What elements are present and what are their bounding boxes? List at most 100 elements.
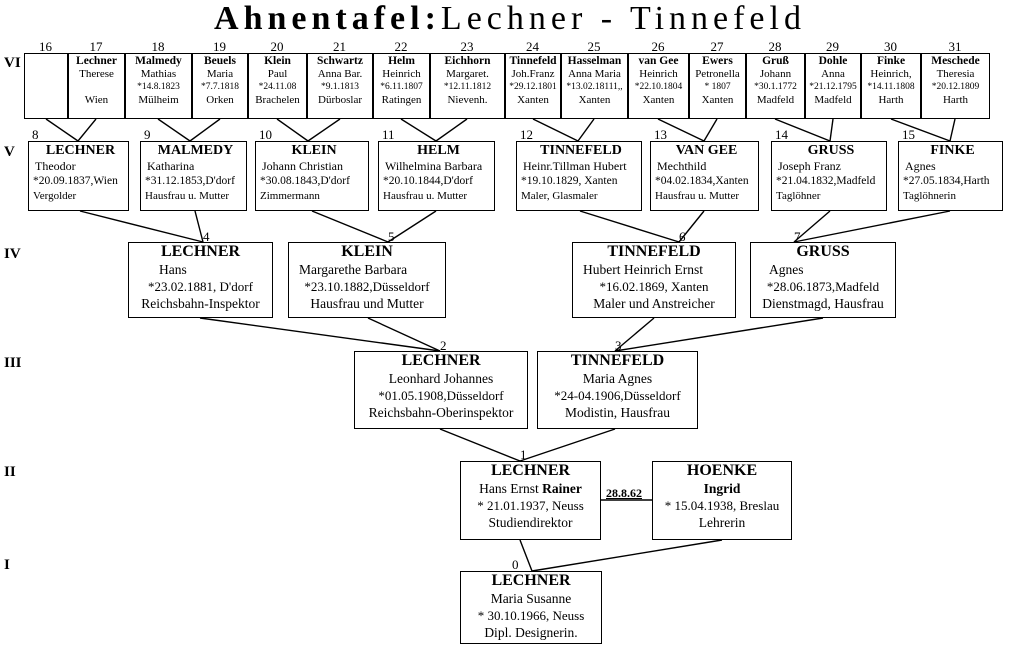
connector-line bbox=[435, 118, 468, 142]
connector-line bbox=[579, 210, 680, 243]
ancestor-number: 29 bbox=[826, 39, 839, 54]
ancestor-birth-date: *6.11.1807 bbox=[380, 82, 423, 92]
ancestor-place: Nievenh. bbox=[447, 94, 488, 106]
connector-line bbox=[949, 118, 956, 142]
ancestor-surname: TINNEFELD bbox=[570, 352, 665, 369]
ancestor-number: 31 bbox=[948, 39, 962, 54]
ancestor-number: 9 bbox=[144, 127, 151, 142]
ancestor-number: 22 bbox=[394, 39, 408, 54]
ancestor-birth-date: *30.1.1772 bbox=[754, 82, 797, 92]
ancestor-place: Mülheim bbox=[138, 94, 179, 106]
ancestor-number: 18 bbox=[151, 39, 165, 54]
connector-line bbox=[774, 118, 831, 142]
given-name: Hans bbox=[159, 262, 187, 277]
ancestor-surname: LECHNER bbox=[490, 462, 571, 479]
ancestor-surname: HOENKE bbox=[686, 462, 758, 479]
ancestor-number: 27 bbox=[710, 39, 724, 54]
ancestor-surname: LECHNER bbox=[45, 143, 116, 158]
ancestor-birth-date: *21.12.1795 bbox=[809, 82, 857, 92]
ancestor-surname: MALMEDY bbox=[157, 143, 234, 158]
page-title: Ahnentafel:Lechner - Tinnefeld bbox=[0, 0, 1020, 38]
ancestor-surname: van Gee bbox=[638, 55, 679, 67]
ancestor-number: 11 bbox=[382, 127, 395, 142]
ancestor-given-name: Petronella bbox=[695, 68, 740, 80]
generation-label-v: V bbox=[4, 144, 15, 160]
ancestor-occupation: Maler, Glasmaler bbox=[521, 190, 598, 202]
connector-line bbox=[678, 210, 705, 243]
ancestor-given-name: Hans bbox=[129, 261, 272, 278]
connector-line bbox=[793, 210, 831, 243]
connector-line bbox=[531, 539, 723, 572]
ancestor-occupation: Maler und Anstreicher bbox=[593, 296, 715, 311]
ancestor-number: 0 bbox=[512, 557, 519, 572]
ancestor-number: 7 bbox=[794, 229, 801, 244]
ancestor-place: Dürboslar bbox=[318, 94, 362, 106]
ancestor-place: Orken bbox=[206, 94, 234, 106]
marriage-date: 28.8.62 bbox=[606, 486, 642, 500]
ancestor-place: Xanten bbox=[642, 94, 675, 106]
ancestor-number: 1 bbox=[520, 447, 527, 462]
ancestor-birth-date: *24-04.1906,Düsseldorf bbox=[554, 388, 681, 403]
ancestor-given-name: Joseph Franz bbox=[778, 159, 841, 173]
ancestor-occupation: Lehrerin bbox=[698, 515, 746, 530]
connector-line bbox=[519, 428, 616, 462]
ancestor-surname: Helm bbox=[388, 55, 415, 67]
ancestor-surname: Gruß bbox=[762, 55, 789, 67]
ancestor-surname: Hasselman bbox=[567, 55, 622, 67]
ancestor-number: 6 bbox=[679, 229, 686, 244]
ancestor-birth-date: *24.11.08 bbox=[258, 82, 297, 92]
ancestor-given-name: Heinrich bbox=[382, 68, 421, 80]
ancestor-given-name: Maria Agnes bbox=[538, 370, 697, 387]
ancestor-number: 19 bbox=[213, 39, 226, 54]
ancestor-given-name: Margaret. bbox=[446, 68, 489, 80]
connector-line bbox=[79, 210, 204, 243]
ancestor-birth-date: *20.09.1837,Wien bbox=[33, 175, 118, 187]
ancestor-occupation: Hausfrau u. Mutter bbox=[383, 190, 468, 202]
title-prefix: Ahnentafel: bbox=[214, 0, 441, 37]
ancestor-number: 25 bbox=[587, 39, 601, 54]
ancestor-occupation: Hausfrau u. Mutter bbox=[145, 190, 230, 202]
connector-line bbox=[577, 118, 595, 142]
ancestor-occupation: Dienstmagd, Hausfrau bbox=[762, 296, 884, 311]
connector-line bbox=[400, 118, 437, 142]
ancestor-surname: LECHNER bbox=[491, 572, 571, 589]
ancestor-surname: KLEIN bbox=[291, 143, 337, 158]
ancestor-birth-date: *19.10.1829, Xanten bbox=[521, 175, 618, 187]
ancestor-birth-date: * 30.10.1966, Neuss bbox=[477, 608, 585, 623]
ancestor-place: Madfeld bbox=[756, 94, 795, 106]
ancestor-birth-date: *7.7.1818 bbox=[201, 82, 239, 92]
ancestor-surname: Tinnefeld bbox=[509, 55, 557, 67]
connector-line bbox=[45, 118, 79, 142]
ancestor-surname: KLEIN bbox=[341, 243, 393, 260]
ancestor-surname: VAN GEE bbox=[675, 143, 738, 158]
ancestor-birth-date: *30.08.1843,D'dorf bbox=[260, 175, 350, 187]
ancestor-number: 13 bbox=[654, 127, 667, 142]
ancestor-birth-date: *13.02.18111,, bbox=[566, 82, 623, 92]
ancestor-given-name: Paul bbox=[267, 68, 288, 80]
ancestor-given-name: Therese bbox=[79, 68, 114, 80]
ancestor-surname: Meschede bbox=[931, 55, 980, 67]
connector-line bbox=[519, 539, 533, 572]
ancestor-occupation: Hausfrau und Mutter bbox=[310, 296, 424, 311]
ancestor-box-16 bbox=[24, 53, 68, 119]
ancestor-number: 24 bbox=[526, 39, 539, 54]
connector-line bbox=[77, 118, 97, 142]
ancestor-surname: Lechner bbox=[76, 55, 117, 67]
generation-label-iv: IV bbox=[4, 246, 21, 262]
ancestor-place: Brachelen bbox=[255, 94, 300, 106]
ancestor-given-name: Anna Maria bbox=[568, 68, 621, 80]
ancestor-occupation: Reichsbahn-Oberinspektor bbox=[368, 405, 514, 420]
ancestor-given-name: Theresia bbox=[936, 68, 975, 80]
